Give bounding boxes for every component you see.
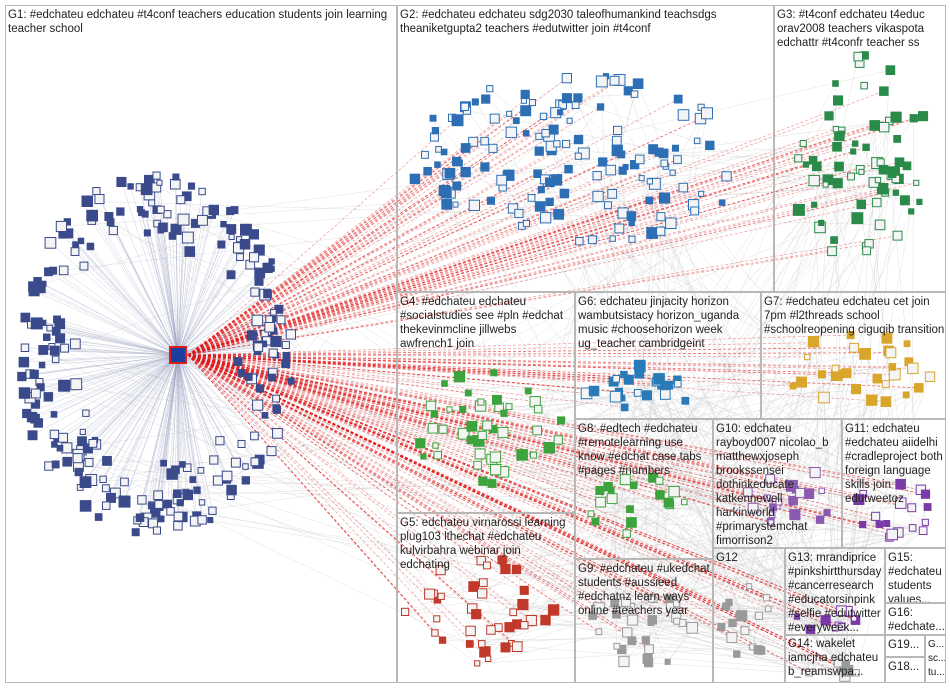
group-box-g8[interactable]: [575, 419, 713, 559]
group-box-g6[interactable]: [575, 292, 761, 419]
group-box-g1[interactable]: [5, 5, 397, 683]
group-box-g7[interactable]: [761, 292, 946, 419]
group-box-g9[interactable]: [575, 559, 713, 683]
group-box-g10[interactable]: [713, 419, 842, 548]
group-box-g18[interactable]: [885, 657, 925, 683]
group-box-g2[interactable]: [397, 5, 774, 292]
group-box-g3[interactable]: [774, 5, 946, 292]
group-box-g15[interactable]: [885, 548, 946, 603]
group-box-g4[interactable]: [397, 292, 575, 513]
group-box-gx[interactable]: [925, 635, 946, 683]
group-box-g13[interactable]: [785, 548, 885, 635]
group-box-g12[interactable]: [713, 548, 785, 683]
group-box-g19[interactable]: [885, 635, 925, 657]
group-box-g16[interactable]: [885, 603, 946, 635]
group-box-g5[interactable]: [397, 513, 575, 683]
group-box-g11[interactable]: [842, 419, 946, 548]
group-box-g14[interactable]: [785, 635, 885, 683]
